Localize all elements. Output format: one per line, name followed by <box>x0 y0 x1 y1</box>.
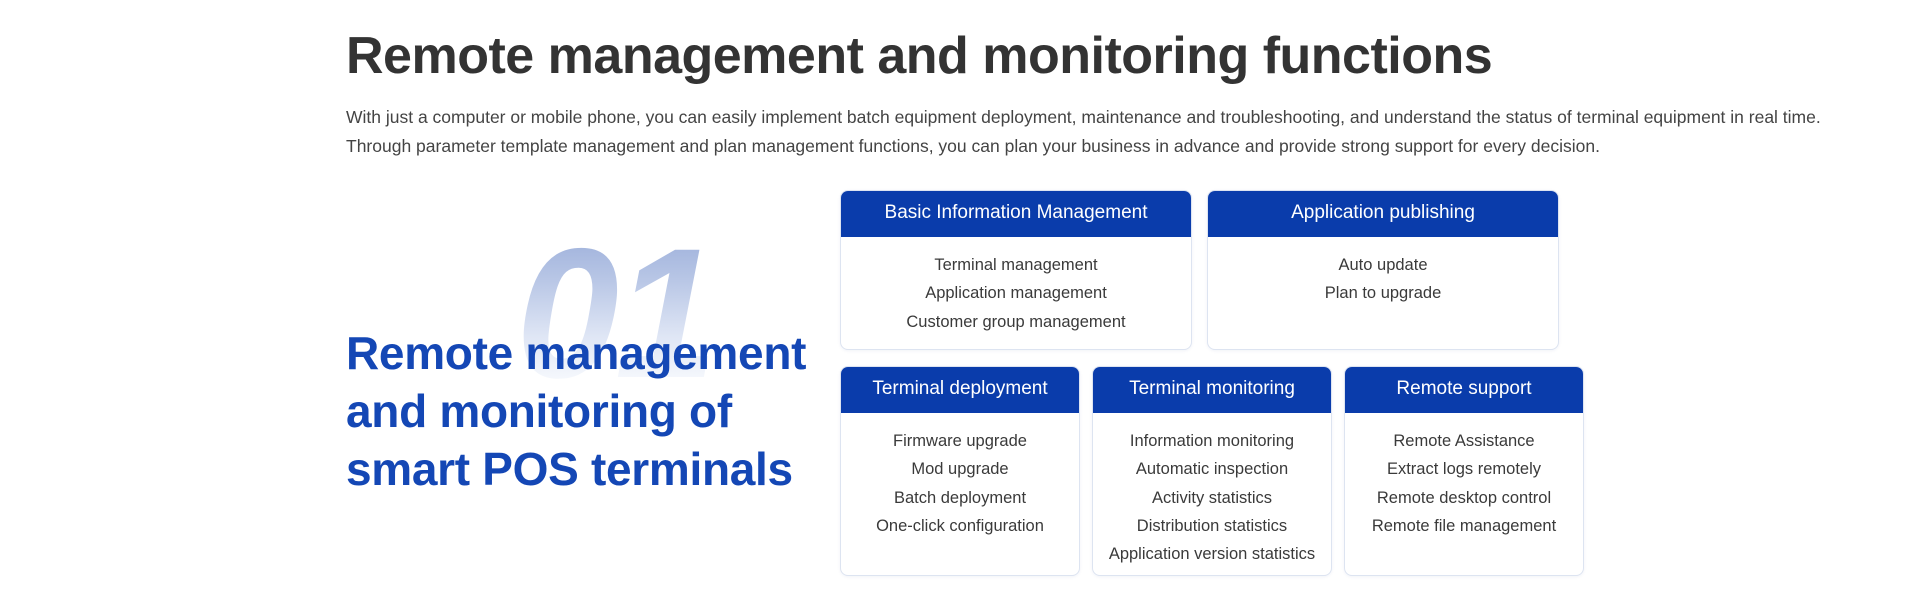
hero-heading-line-3: smart POS terminals <box>346 442 793 495</box>
page-header: Remote management and monitoring functio… <box>346 26 1821 160</box>
card-list-item: Mod upgrade <box>911 460 1009 479</box>
card-list-item: Extract logs remotely <box>1386 460 1542 479</box>
card-list-item: Activity statistics <box>1151 488 1273 507</box>
hero-heading-line-2: and monitoring of <box>346 384 732 437</box>
card-list-item: Plan to upgrade <box>1324 284 1442 303</box>
card-title: Basic Information Management <box>841 191 1191 237</box>
card-title: Application publishing <box>1208 191 1558 237</box>
card-body: Information monitoring Automatic inspect… <box>1093 413 1331 575</box>
card-body: Firmware upgrade Mod upgrade Batch deplo… <box>841 413 1079 575</box>
card-title: Terminal monitoring <box>1093 367 1331 413</box>
subtitle-line-2: Through parameter template management an… <box>346 135 1600 156</box>
hero-heading-line-1: Remote management <box>346 327 807 379</box>
card-row-bottom: Terminal deployment Firmware upgrade Mod… <box>840 366 1585 576</box>
page-subtitle: With just a computer or mobile phone, yo… <box>346 103 1821 160</box>
card-list-item: Remote file management <box>1371 516 1557 535</box>
section-number-watermark: 01 <box>516 211 718 417</box>
card-list-item: Remote desktop control <box>1376 488 1552 507</box>
card-title: Remote support <box>1345 367 1583 413</box>
hero-block: 01 Remote management and monitoring of s… <box>346 222 866 530</box>
card-title: Terminal deployment <box>841 367 1079 413</box>
subtitle-line-1: With just a computer or mobile phone, yo… <box>346 107 1821 128</box>
card-list-item: Automatic inspection <box>1135 460 1289 479</box>
card-list-item: One-click configuration <box>876 516 1044 535</box>
card-application-publishing[interactable]: Application publishing Auto update Plan … <box>1207 190 1559 350</box>
hero-heading: Remote management and monitoring of smar… <box>346 325 806 499</box>
feature-card-grid: Basic Information Management Terminal ma… <box>840 190 1585 576</box>
card-list-item: Application version statistics <box>1108 545 1316 564</box>
card-body: Terminal management Application manageme… <box>841 237 1191 349</box>
card-list-item: Firmware upgrade <box>893 431 1027 450</box>
card-list-item: Batch deployment <box>893 488 1027 507</box>
card-list-item: Customer group management <box>906 312 1126 331</box>
card-row-top: Basic Information Management Terminal ma… <box>840 190 1585 350</box>
page-title: Remote management and monitoring functio… <box>346 27 1493 85</box>
card-list-item: Remote Assistance <box>1393 431 1535 450</box>
card-body: Remote Assistance Extract logs remotely … <box>1345 413 1583 575</box>
card-list-item: Auto update <box>1338 255 1428 274</box>
card-list-item: Distribution statistics <box>1136 516 1288 535</box>
card-terminal-deployment[interactable]: Terminal deployment Firmware upgrade Mod… <box>840 366 1080 576</box>
card-terminal-monitoring[interactable]: Terminal monitoring Information monitori… <box>1092 366 1332 576</box>
card-list-item: Terminal management <box>934 255 1098 274</box>
card-remote-support[interactable]: Remote support Remote Assistance Extract… <box>1344 366 1584 576</box>
card-body: Auto update Plan to upgrade <box>1208 237 1558 349</box>
card-list-item: Application management <box>925 284 1107 303</box>
card-list-item: Information monitoring <box>1129 431 1295 450</box>
card-basic-information-management[interactable]: Basic Information Management Terminal ma… <box>840 190 1192 350</box>
